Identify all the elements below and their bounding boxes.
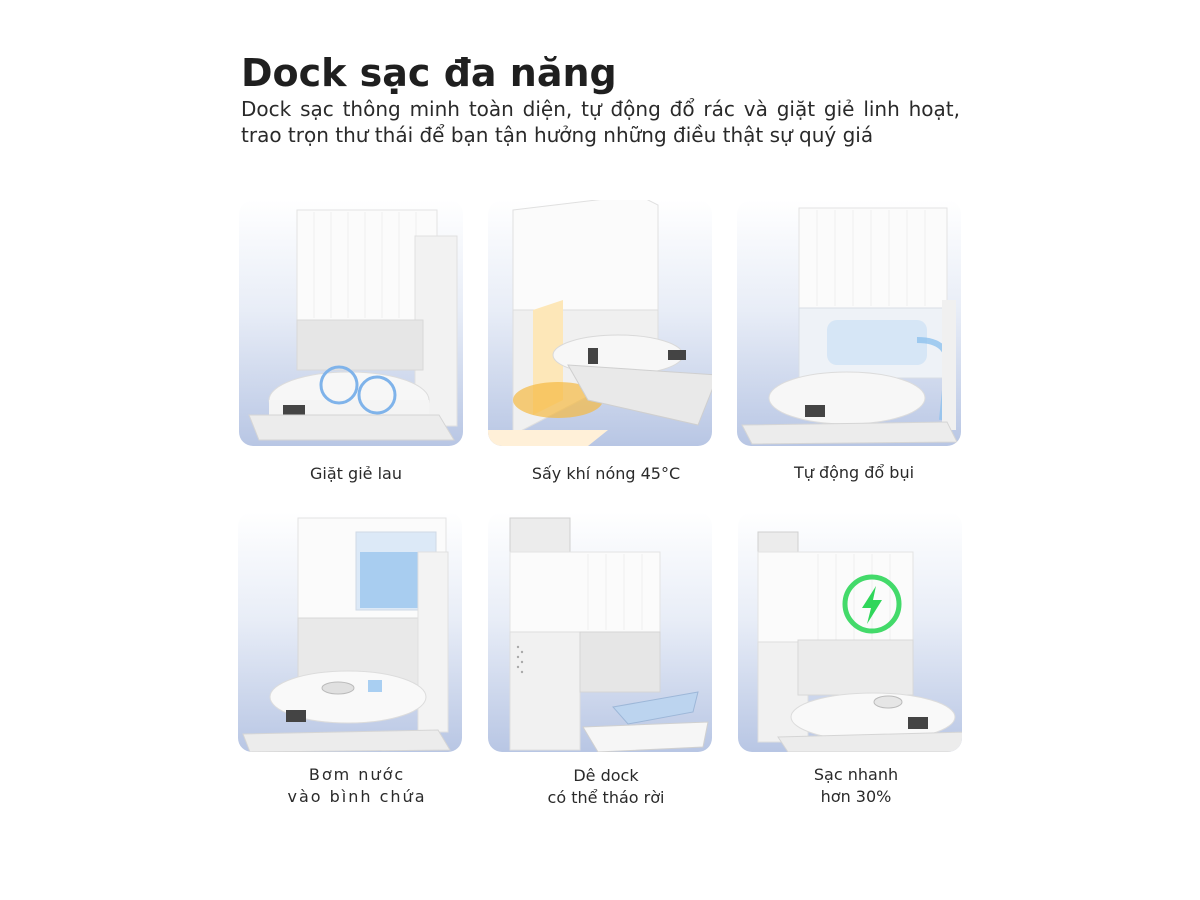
feature-caption-water-refill: Bơm nước vào bình chứa	[287, 765, 427, 806]
dock-fast-charging-image	[738, 512, 962, 752]
feature-caption-hot-air-drying: Sấy khí nóng 45°C	[531, 464, 681, 483]
robot-dock-illustration	[741, 207, 958, 445]
dock-mop-washing-image	[239, 200, 463, 446]
robot-dock-illustration	[509, 517, 709, 752]
feature-caption-mop-washing: Giặt giẻ lau	[310, 464, 402, 483]
feature-caption-auto-dust-empty: Tự động đổ bụi	[793, 463, 915, 482]
feature-caption-detachable-base: Dê dock có thể tháo rời	[547, 766, 665, 807]
dock-hot-air-drying-image	[488, 200, 712, 446]
robot-dock-illustration	[248, 209, 458, 441]
robot-dock-illustration	[242, 517, 451, 752]
page-title: Dock sạc đa năng	[241, 51, 617, 95]
page-subtitle: Dock sạc thông minh toàn diện, tự động đ…	[241, 97, 960, 147]
dock-detachable-base-image	[488, 512, 712, 752]
dock-water-refill-image	[238, 512, 462, 752]
dock-auto-dust-empty-image	[737, 200, 961, 446]
charging-bolt-icon	[842, 574, 902, 634]
robot-dock-illustration	[488, 200, 712, 446]
robot-dock-illustration	[757, 531, 962, 752]
feature-caption-fast-charging: Sạc nhanh hơn 30%	[813, 765, 899, 806]
